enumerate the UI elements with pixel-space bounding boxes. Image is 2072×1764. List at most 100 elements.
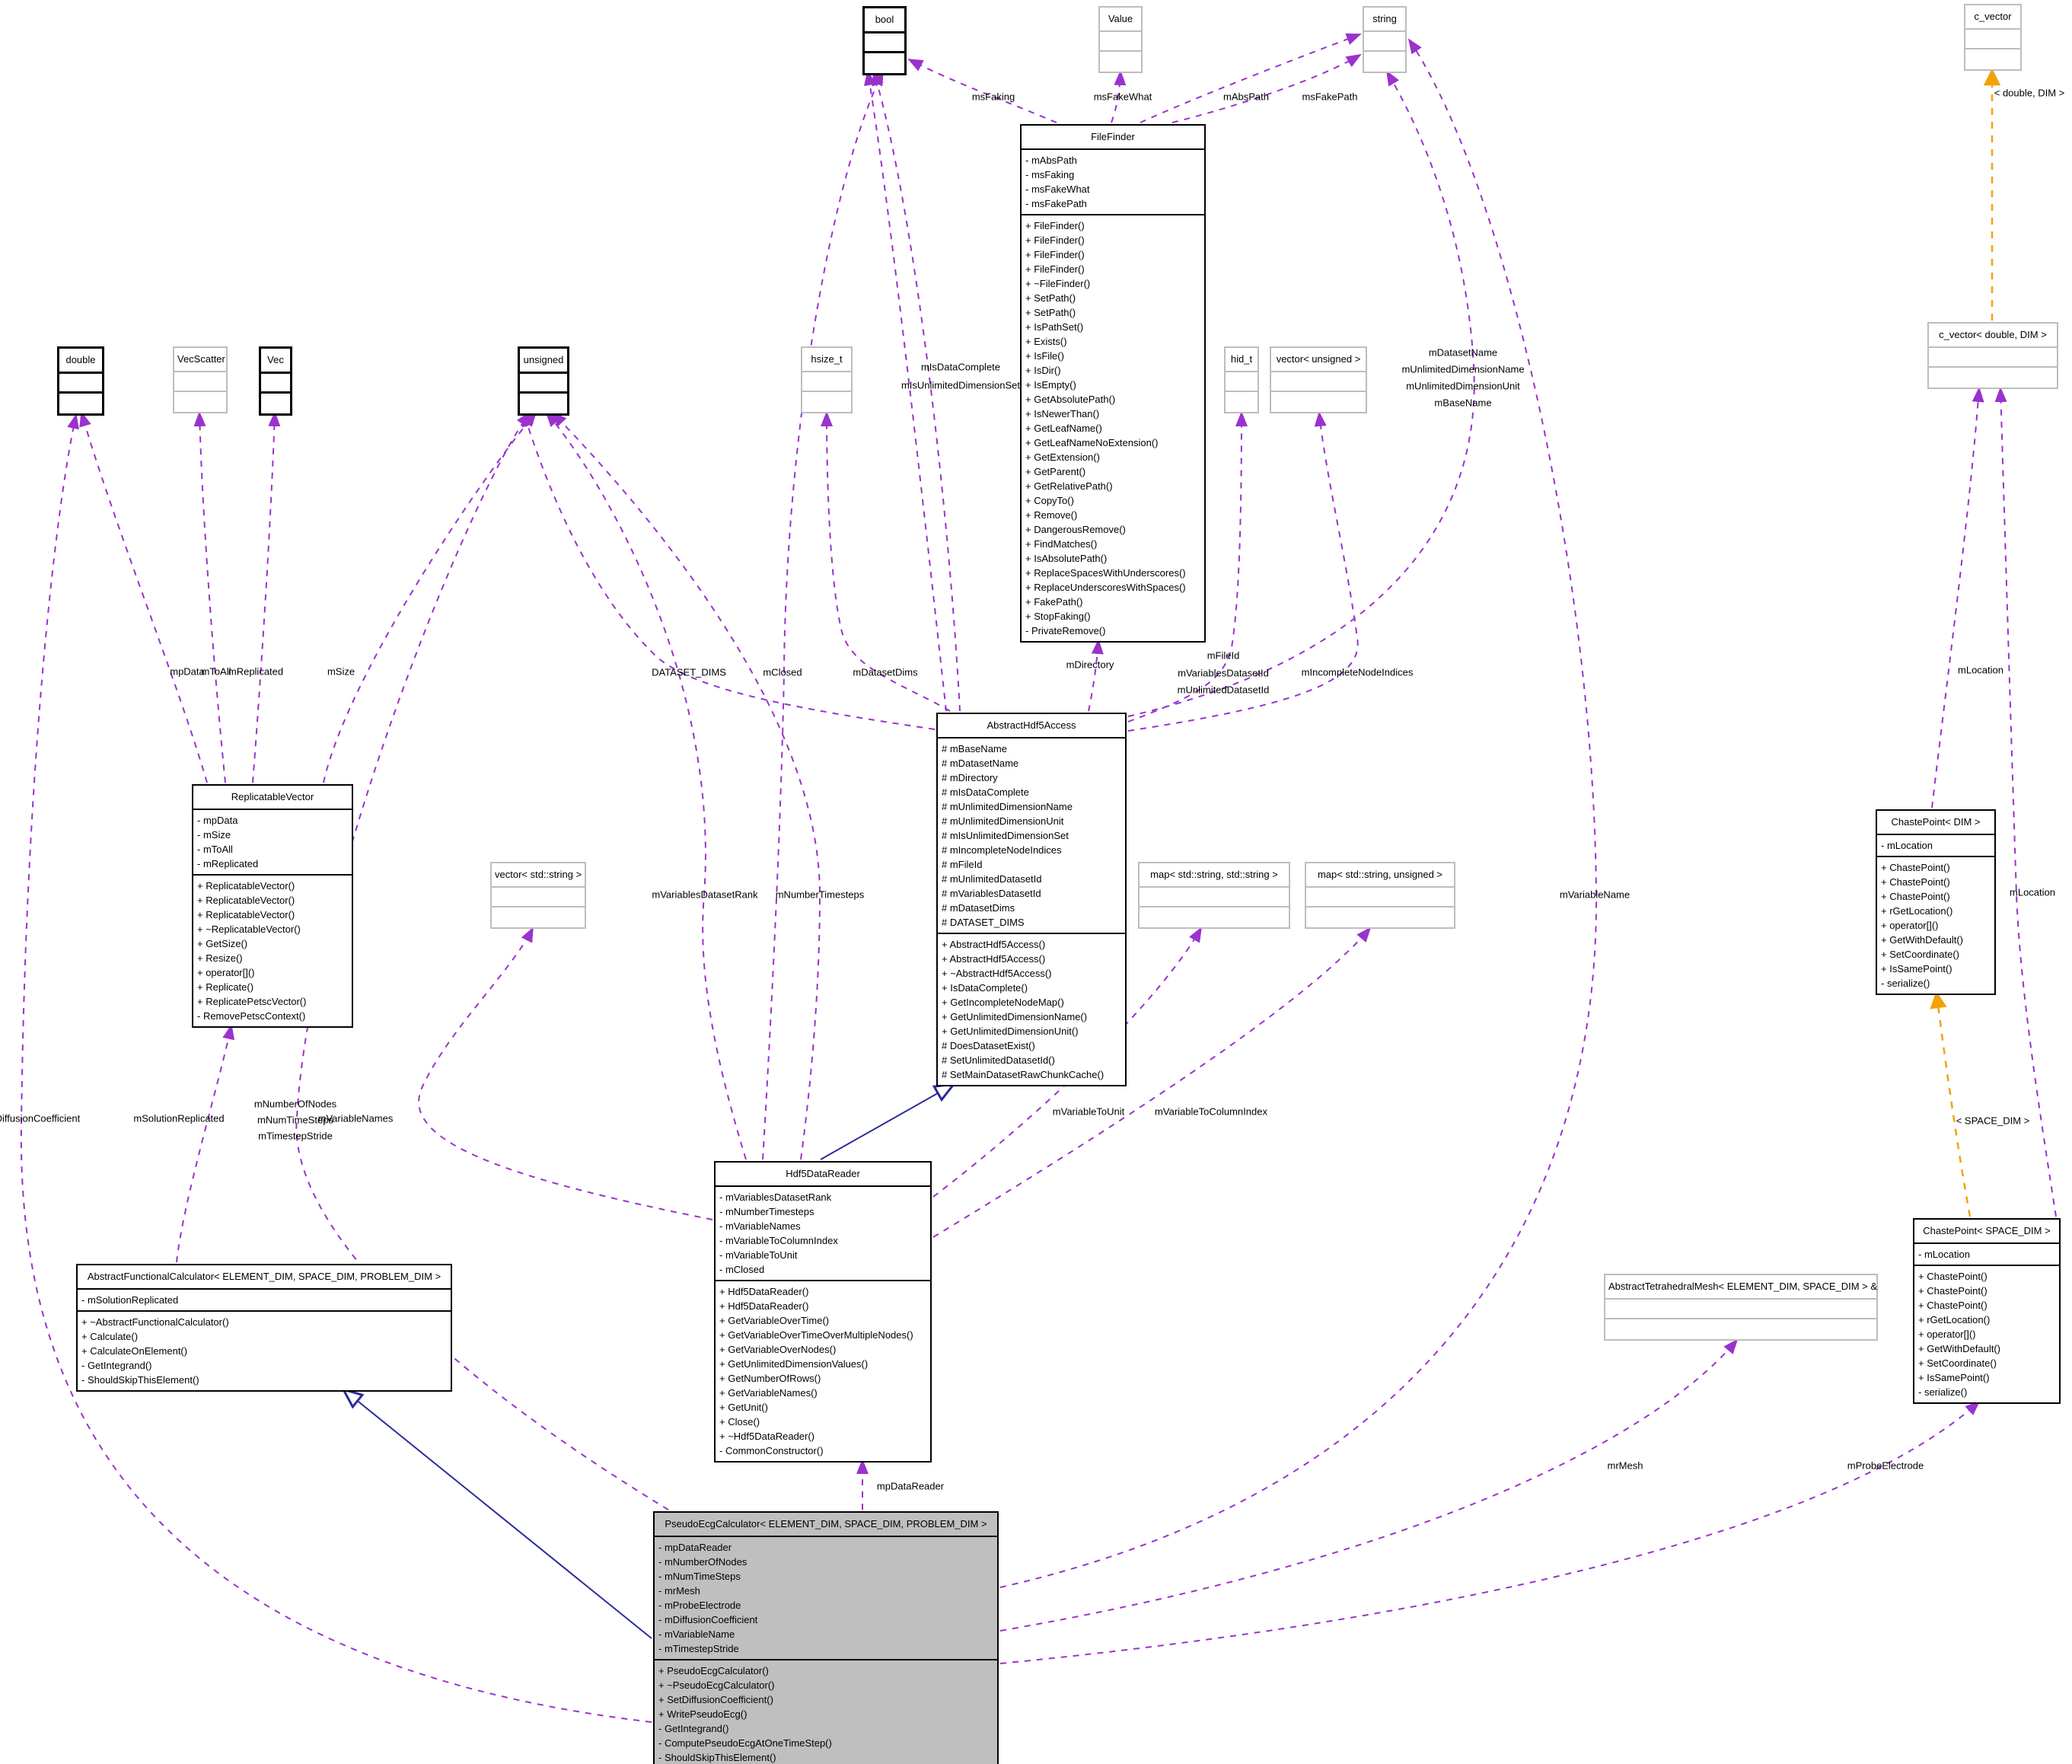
class-attributes xyxy=(492,888,585,908)
class-bool[interactable]: bool xyxy=(862,6,907,75)
class-member: # mIsDataComplete xyxy=(942,786,1029,798)
edge-mlocation-dim xyxy=(1931,387,1984,809)
class-methods xyxy=(1364,52,1405,72)
class-member: - mToAll xyxy=(197,844,233,855)
class-member: - mrMesh xyxy=(658,1585,700,1597)
class-title: PseudoEcgCalculator< ELEMENT_DIM, SPACE_… xyxy=(655,1513,997,1537)
class-hsize-t[interactable]: hsize_t xyxy=(801,346,853,413)
class-member: # mIncompleteNodeIndices xyxy=(942,844,1062,856)
class-map-string-string[interactable]: map< std::string, std::string > xyxy=(1138,862,1290,929)
edge-mpdata xyxy=(79,411,208,783)
class-member: # mFileId xyxy=(942,859,983,870)
class-chastepoint-dim[interactable]: ChastePoint< DIM > - mLocation + ChasteP… xyxy=(1876,809,1996,995)
class-methods xyxy=(174,392,226,412)
class-member: + IsFile() xyxy=(1025,350,1064,362)
class-filefinder[interactable]: FileFinder - mAbsPath- msFaking- msFakeW… xyxy=(1020,124,1206,643)
class-string[interactable]: string xyxy=(1363,6,1407,73)
class-member: + IsDir() xyxy=(1025,365,1061,376)
edge-msfakepath xyxy=(1171,53,1362,123)
class-member: + SetCoordinate() xyxy=(1881,949,1959,960)
class-methods xyxy=(1140,908,1289,927)
class-hdf5datareader[interactable]: Hdf5DataReader - mVariablesDatasetRank- … xyxy=(714,1161,932,1463)
edge-dataset-dims xyxy=(521,411,936,730)
class-c-vector-double-dim[interactable]: c_vector< double, DIM > xyxy=(1927,322,2058,389)
class-chastepoint-space-dim[interactable]: ChastePoint< SPACE_DIM > - mLocation + C… xyxy=(1913,1218,2061,1404)
class-attributes: - mAbsPath- msFaking- msFakeWhat- msFake… xyxy=(1022,150,1204,215)
class-member: + GetWithDefault() xyxy=(1881,934,1964,946)
class-member: + ~AbstractFunctionalCalculator() xyxy=(81,1316,229,1328)
class-pseudoecgcalculator[interactable]: PseudoEcgCalculator< ELEMENT_DIM, SPACE_… xyxy=(653,1511,999,1764)
class-title: map< std::string, std::string > xyxy=(1140,863,1289,888)
class-title: ChastePoint< DIM > xyxy=(1877,811,1994,835)
class-member: + FindMatches() xyxy=(1025,538,1098,550)
class-attributes xyxy=(520,374,567,394)
class-member: + SetDiffusionCoefficient() xyxy=(658,1694,773,1705)
class-vec[interactable]: Vec xyxy=(259,346,292,416)
class-vector-std-string[interactable]: vector< std::string > xyxy=(490,862,586,929)
class-member: - msFakeWhat xyxy=(1025,183,1090,195)
class-member: - mNumTimeSteps xyxy=(658,1571,741,1582)
class-unsigned[interactable]: unsigned xyxy=(518,346,569,416)
class-member: + IsPathSet() xyxy=(1025,321,1084,333)
class-title: bool xyxy=(865,8,904,33)
class-member: - mLocation xyxy=(1881,840,1933,851)
class-member: + ChastePoint() xyxy=(1918,1271,1988,1282)
class-member: # mUnlimitedDimensionUnit xyxy=(942,815,1064,827)
class-member: - GetIntegrand() xyxy=(81,1360,152,1371)
class-member: + ReplaceSpacesWithUnderscores() xyxy=(1025,567,1186,579)
class-attributes: # mBaseName# mDatasetName# mDirectory# m… xyxy=(938,738,1125,934)
class-member: + rGetLocation() xyxy=(1881,905,1953,917)
class-attributes xyxy=(261,374,290,394)
class-member: + GetNumberOfRows() xyxy=(719,1373,821,1384)
edge-mdirectory xyxy=(1088,639,1104,712)
class-abstractfunctionalcalculator[interactable]: AbstractFunctionalCalculator< ELEMENT_DI… xyxy=(76,1264,452,1392)
class-member: - mDiffusionCoefficient xyxy=(658,1614,758,1625)
class-member: + ChastePoint() xyxy=(1881,862,1950,873)
class-member: - mClosed xyxy=(719,1264,765,1275)
class-member: # mDatasetName xyxy=(942,758,1019,769)
class-member: + GetParent() xyxy=(1025,466,1086,477)
class-member: - mVariablesDatasetRank xyxy=(719,1191,832,1203)
class-member: # mUnlimitedDatasetId xyxy=(942,873,1042,885)
class-methods xyxy=(1929,368,2057,388)
class-member: + ReplicatableVector() xyxy=(197,909,295,920)
class-methods xyxy=(865,53,904,73)
class-member: + ~Hdf5DataReader() xyxy=(719,1431,815,1442)
class-title: ChastePoint< SPACE_DIM > xyxy=(1914,1220,2059,1244)
class-abstracthdf5access[interactable]: AbstractHdf5Access # mBaseName# mDataset… xyxy=(936,713,1127,1086)
class-hid-t[interactable]: hid_t xyxy=(1224,346,1259,413)
class-c-vector[interactable]: c_vector xyxy=(1964,4,2022,71)
class-member: + GetRelativePath() xyxy=(1025,480,1113,492)
class-methods xyxy=(1605,1319,1876,1339)
class-replicatablevector[interactable]: ReplicatableVector - mpData- mSize- mToA… xyxy=(192,784,353,1028)
class-vecscatter[interactable]: VecScatter xyxy=(173,346,228,413)
class-vector-unsigned[interactable]: vector< unsigned > xyxy=(1270,346,1367,413)
class-member: + Replicate() xyxy=(197,981,254,993)
class-methods xyxy=(492,908,585,927)
class-attributes: - mpData- mSize- mToAll- mReplicated xyxy=(193,810,352,876)
class-member: - mReplicated xyxy=(197,858,259,869)
class-member: + SetCoordinate() xyxy=(1918,1357,1997,1369)
class-methods: + PseudoEcgCalculator()+ ~PseudoEcgCalcu… xyxy=(655,1660,997,1764)
class-attributes: - mVariablesDatasetRank- mNumberTimestep… xyxy=(716,1187,930,1281)
class-member: + GetVariableOverTime() xyxy=(719,1315,830,1326)
class-abstracttetrahedralmesh[interactable]: AbstractTetrahedralMesh< ELEMENT_DIM, SP… xyxy=(1604,1274,1878,1341)
edge-mdatasetname-group xyxy=(1127,70,1475,717)
class-member: + StopFaking() xyxy=(1025,611,1091,622)
class-title: Vec xyxy=(261,349,290,374)
class-methods xyxy=(1965,49,2020,69)
class-value[interactable]: Value xyxy=(1098,6,1143,73)
class-map-string-unsigned[interactable]: map< std::string, unsigned > xyxy=(1305,862,1455,929)
class-member: + SetPath() xyxy=(1025,307,1076,318)
class-title: ReplicatableVector xyxy=(193,786,352,810)
class-methods: + Hdf5DataReader()+ Hdf5DataReader()+ Ge… xyxy=(716,1281,930,1461)
class-member: + GetVariableOverTimeOverMultipleNodes() xyxy=(719,1329,913,1341)
class-member: + GetLeafName() xyxy=(1025,423,1102,434)
class-methods xyxy=(1100,52,1141,72)
class-member: + GetUnlimitedDimensionValues() xyxy=(719,1358,869,1370)
class-member: + GetVariableOverNodes() xyxy=(719,1344,837,1355)
class-double[interactable]: double xyxy=(57,346,104,416)
edge-template-chastepoint xyxy=(1930,990,1972,1217)
edge-mvariablesdatasetrank xyxy=(545,411,747,1160)
class-member: + ReplicatePetscVector() xyxy=(197,996,307,1007)
